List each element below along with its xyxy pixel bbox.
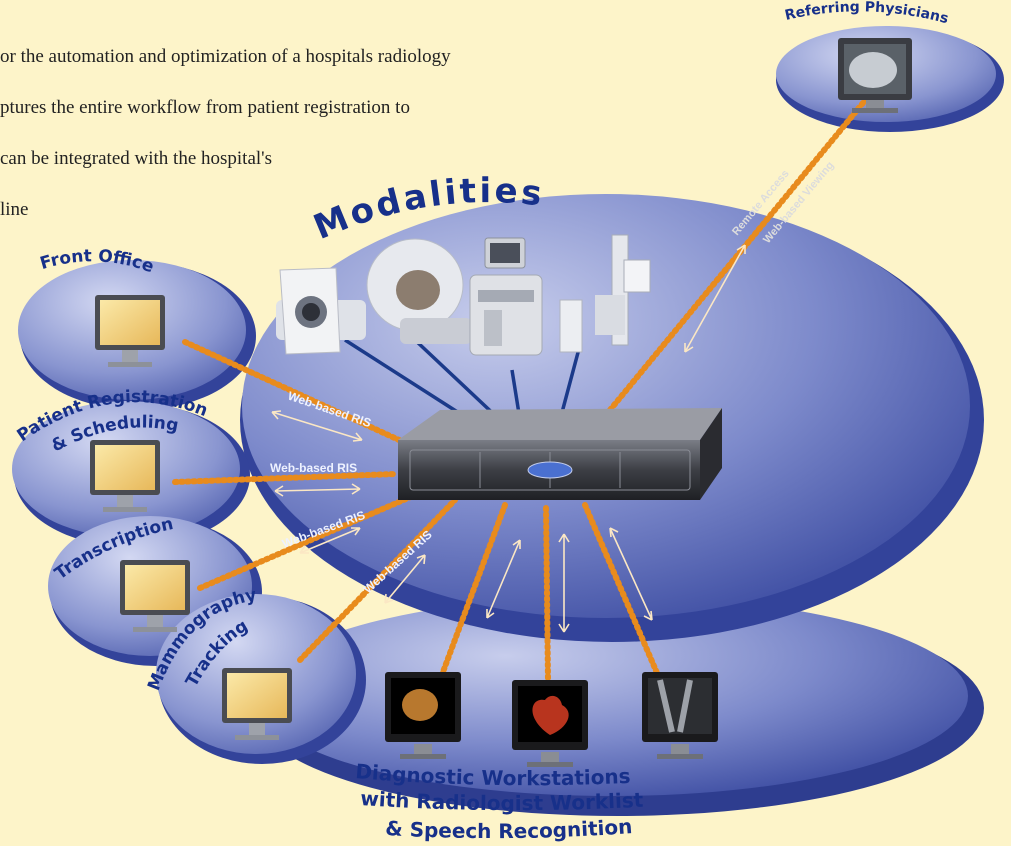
ultrasound-machine-icon (469, 237, 543, 356)
link-workstation-2 (543, 505, 551, 683)
link-xray (558, 344, 582, 421)
intro-text-line-2: ptures the entire workflow from patient … (0, 97, 410, 118)
link-patient-registration (172, 471, 398, 485)
link-workstation-1 (437, 502, 508, 683)
ct-scanner-icon (276, 267, 366, 355)
workstations-caption-line-3: & Speech Recognition (385, 814, 633, 843)
front-office-monitor-icon (95, 295, 165, 367)
intro-text-line-3: can be integrated with the hospital's (0, 148, 272, 169)
mammography-monitor-icon (222, 668, 292, 740)
xray-system-icon (559, 234, 651, 353)
workstation-monitor-xray-icon (642, 672, 718, 759)
central-server-icon (398, 408, 722, 500)
intro-text-line-1: or the automation and optimization of a … (0, 46, 451, 67)
patient-registration-monitor-icon (90, 440, 160, 512)
referring-physicians-label: Referring Physicians (783, 0, 950, 27)
web-ris-label-patient-registration: Web-based RIS (270, 461, 357, 475)
link-mammography (297, 497, 458, 663)
mri-scanner-icon (366, 238, 472, 344)
bidirectional-arrows (271, 244, 746, 633)
intro-text-line-4: line (0, 199, 29, 220)
link-mri (413, 338, 502, 422)
transcription-monitor-icon (120, 560, 190, 632)
workstation-ellipse (256, 596, 968, 796)
link-front-office (182, 339, 413, 448)
workstation-monitor-heart-icon (512, 680, 588, 767)
referring-monitor-icon (838, 38, 912, 113)
link-ct (344, 338, 471, 422)
link-workstation-3 (582, 502, 663, 683)
link-transcription (197, 492, 418, 591)
workstation-monitor-3d-icon (385, 672, 461, 759)
